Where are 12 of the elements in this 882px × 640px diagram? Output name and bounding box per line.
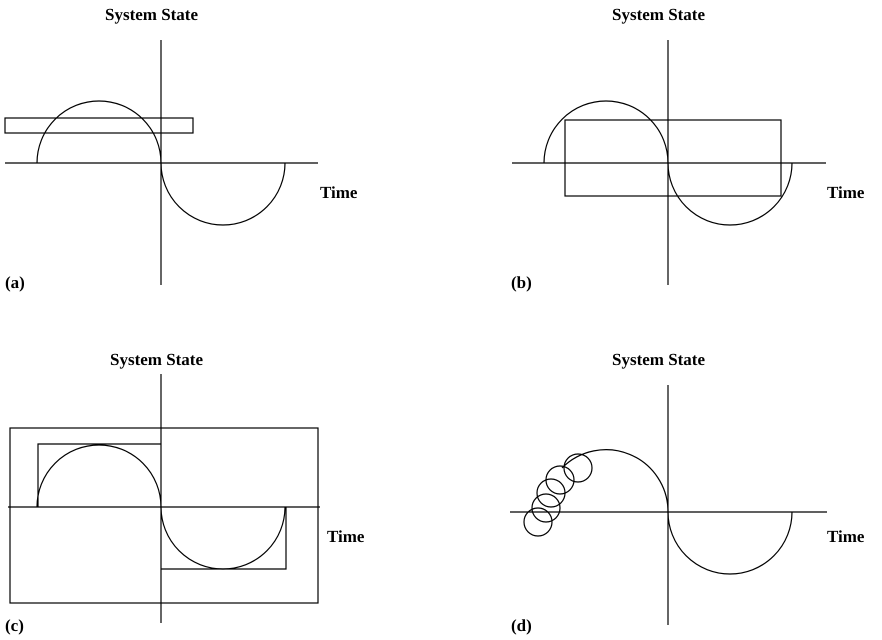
- axis-title: System State: [612, 350, 706, 370]
- axis-title: Time: [320, 183, 358, 203]
- panel-label: (d): [511, 616, 532, 636]
- axis-title: System State: [612, 5, 706, 25]
- axis-title: Time: [327, 527, 364, 547]
- axis-title: System State: [105, 5, 198, 25]
- axis-title: Time: [827, 183, 864, 203]
- axis-title: Time: [827, 527, 864, 547]
- panel-label: (b): [511, 273, 532, 293]
- panel-label: (a): [5, 273, 25, 293]
- panel-label: (c): [5, 616, 24, 636]
- axis-title: System State: [110, 350, 204, 370]
